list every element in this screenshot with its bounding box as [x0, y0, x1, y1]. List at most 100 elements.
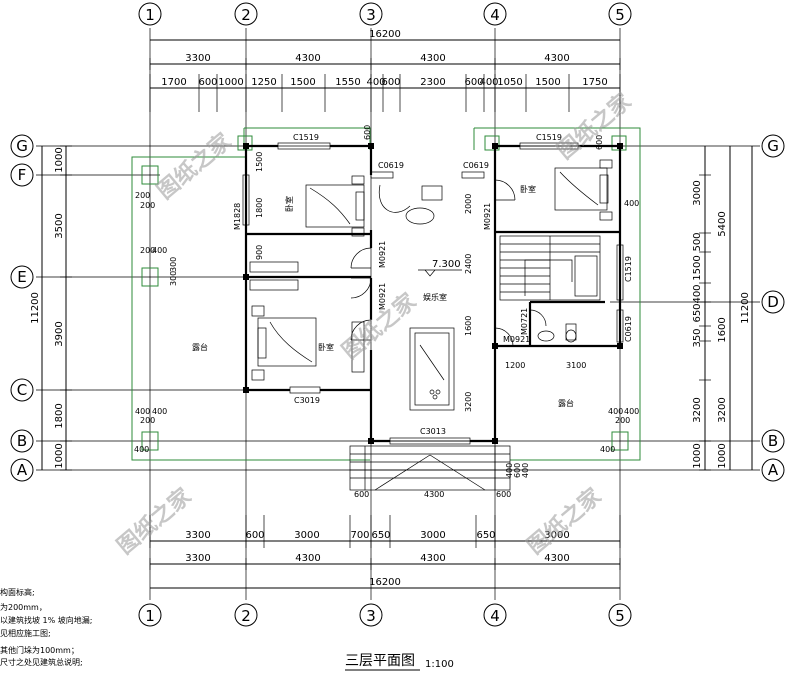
door-tag: M0921	[483, 203, 492, 230]
dim-bay: 3300	[185, 553, 210, 564]
dim-right: 400	[692, 284, 703, 303]
window-tag: C3019	[294, 396, 320, 405]
axis-label: B	[17, 432, 27, 450]
dim-detail: 1250	[251, 77, 276, 88]
axis-label: 4	[490, 6, 500, 24]
dim-detail: 600	[198, 77, 217, 88]
dim-detail: 1500	[290, 77, 315, 88]
door-tag: M0921	[378, 241, 387, 268]
doors	[350, 179, 547, 347]
window-tag: C1519	[624, 256, 633, 282]
door-tag: M0721	[520, 308, 529, 335]
dim-left: 1000	[54, 443, 65, 468]
axis-label: 1	[145, 6, 155, 24]
axis-label: C	[17, 381, 27, 399]
inner-dim: 400	[135, 407, 150, 416]
axis-bubbles-right: G D B A	[761, 134, 785, 482]
inner-dim: 2000	[464, 194, 473, 214]
stair	[499, 235, 601, 301]
note-line: 为200mm，	[0, 602, 47, 612]
dim-detail: 1700	[161, 77, 186, 88]
dim-right: 350	[692, 328, 703, 347]
room-label: 卧室	[520, 184, 536, 194]
dim-right: 650	[692, 303, 703, 322]
inner-dim: 1200	[505, 361, 525, 370]
inner-dim: 200	[135, 191, 150, 200]
inner-dim: 4300	[424, 490, 444, 499]
axis-label: E	[17, 268, 26, 286]
dim-left: 3500	[54, 213, 65, 238]
axis-label: F	[18, 166, 27, 184]
room-label: 卧室	[284, 196, 294, 212]
dim-right: 3000	[692, 180, 703, 205]
window-tag: C3013	[420, 427, 446, 436]
dim-detail: 1050	[497, 77, 522, 88]
dim-right: 1000	[717, 443, 728, 468]
note-line: 构面标高;	[0, 587, 35, 597]
watermark-text: 图纸之家	[522, 482, 607, 559]
note-line: 以建筑找坡 1% 坡向地漏;	[0, 615, 92, 625]
axis-label: 2	[241, 607, 251, 625]
dim-right: 3200	[717, 397, 728, 422]
note-line: 尺寸之处见建筑总说明;	[0, 657, 83, 667]
inner-dim: 2400	[464, 254, 473, 274]
axis-label: D	[767, 293, 779, 311]
dim-detail: 700	[350, 530, 369, 541]
inner-dim: 400	[152, 407, 167, 416]
labels: C1519 C1519 C0619 C0619 M1828 C3019 C301…	[192, 133, 633, 436]
dim-detail: 600	[464, 77, 483, 88]
dim-detail: 2300	[420, 77, 445, 88]
dim-detail: 600	[245, 530, 264, 541]
window-tag: C1519	[293, 133, 319, 142]
room-label: 卧室	[318, 342, 334, 352]
door-tag: M0921	[503, 335, 530, 344]
dim-detail: 400	[366, 77, 385, 88]
title-text: 三层平面图	[345, 653, 415, 669]
dim-right: 3200	[692, 397, 703, 422]
dim-detail: 3000	[420, 530, 445, 541]
axis-label: 3	[366, 6, 376, 24]
inner-dim: 400	[624, 199, 639, 208]
inner-dim: 200	[615, 416, 630, 425]
inner-dim: 3100	[566, 361, 586, 370]
inner-dims: 1500 1800 900 300 300 600 2000 2400 1600…	[134, 125, 639, 499]
dim-detail: 650	[371, 530, 390, 541]
axis-label: A	[768, 461, 779, 479]
axis-label: A	[17, 461, 28, 479]
axis-label: 5	[615, 6, 625, 24]
door-tag: M0921	[378, 283, 387, 310]
windows	[242, 142, 624, 445]
inner-dim: 400	[152, 246, 167, 255]
watermarks: 图纸之家 图纸之家 图纸之家 图纸之家 图纸之家	[112, 87, 637, 559]
dim-detail: 1550	[335, 77, 360, 88]
dim-detail: 650	[476, 530, 495, 541]
dim-bay: 4300	[544, 553, 569, 564]
inner-dim: 900	[255, 245, 264, 260]
notes: 构面标高; 为200mm， 以建筑找坡 1% 坡向地漏; 见相应施工图; 其他门…	[0, 587, 92, 667]
dim-left-total: 11200	[30, 292, 41, 324]
inner-dim: 1600	[464, 316, 473, 336]
inner-dim: 400	[134, 445, 149, 454]
inner-dim: 300	[169, 271, 178, 286]
inner-dim: 600	[595, 135, 604, 150]
axis-label: 2	[241, 6, 251, 24]
inner-dim: 600	[363, 125, 372, 140]
dim-right: 500	[692, 232, 703, 251]
watermark-text: 图纸之家	[552, 87, 637, 164]
dim-left: 1800	[54, 403, 65, 428]
axis-label: G	[767, 137, 779, 155]
axis-label: 5	[615, 607, 625, 625]
dim-total: 16200	[369, 577, 401, 588]
dim-detail: 1500	[535, 77, 560, 88]
window-tag: C0619	[463, 161, 489, 170]
window-tag: C1519	[536, 133, 562, 142]
axis-label: 4	[490, 607, 500, 625]
inner-dim: 1800	[255, 198, 264, 218]
dim-right: 1000	[692, 443, 703, 468]
room-label: 露台	[192, 342, 208, 352]
room-label: 娱乐室	[423, 292, 447, 302]
dim-detail: 1000	[218, 77, 243, 88]
inner-dim: 300	[169, 257, 178, 272]
inner-dim: 400	[505, 463, 514, 478]
dim-bay: 4300	[295, 553, 320, 564]
